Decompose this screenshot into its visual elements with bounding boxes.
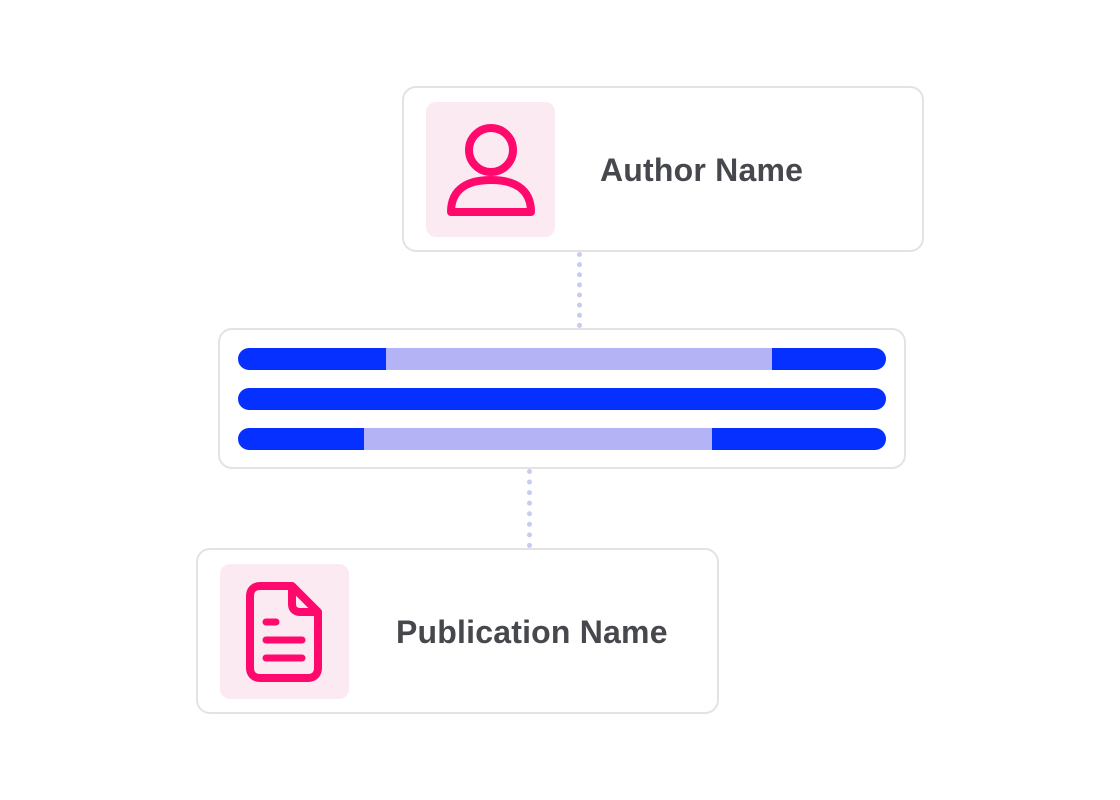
connector-text-to-publication (527, 469, 532, 548)
text-block-card (218, 328, 906, 469)
author-card: Author Name (402, 86, 924, 252)
connector-author-to-text (577, 252, 582, 328)
text-line-3-highlight (364, 428, 712, 450)
publication-card: Publication Name (196, 548, 719, 714)
author-icon-tile (426, 102, 555, 237)
text-line-2 (238, 388, 886, 410)
user-icon (446, 123, 535, 216)
text-line-3 (238, 428, 886, 450)
author-name-label: Author Name (600, 152, 804, 188)
text-line-1 (238, 348, 886, 370)
document-icon (245, 581, 322, 682)
publication-name-label: Publication Name (396, 614, 668, 650)
publication-icon-tile (220, 564, 349, 699)
text-line-1-highlight (386, 348, 772, 370)
